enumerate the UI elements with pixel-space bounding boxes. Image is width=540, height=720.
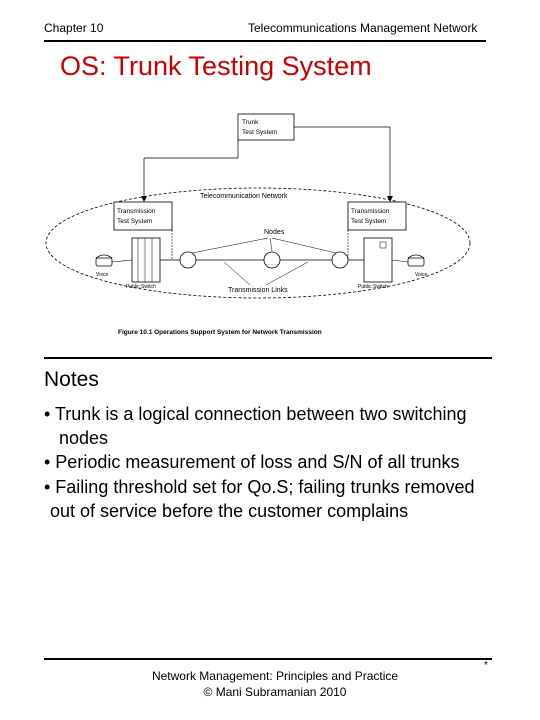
links-label: Transmission Links [228, 287, 288, 294]
right-tts-box [347, 201, 407, 231]
note-bullet-1: • Trunk is a logical connection between … [44, 404, 467, 424]
note-bullet-2: • Periodic measurement of loss and S/N o… [44, 452, 460, 472]
left-phone-icon [95, 257, 113, 267]
trunk-test-system-box [237, 113, 295, 141]
left-tts-label-1: Transmission [117, 208, 156, 215]
chapter-label: Chapter 10 [44, 21, 104, 35]
trunk-test-system-label-1: Trunk [242, 119, 259, 126]
slide-title: OS: Trunk Testing System [60, 51, 372, 81]
node-circle-1 [179, 251, 197, 269]
footer-divider [44, 658, 492, 660]
left-tts-label-2: Test System [117, 218, 152, 225]
node-circle-2 [263, 251, 281, 269]
nodes-label: Nodes [264, 229, 285, 236]
trunk-test-system-label-2: Test System [242, 129, 277, 136]
left-switch-label: Public Switch [126, 284, 156, 290]
note-bullet-3-continued: out of service before the customer compl… [50, 501, 409, 521]
right-voice-label: Voice [415, 272, 427, 278]
right-switch-label: Public Switch [358, 284, 388, 290]
left-tts-box [113, 201, 173, 231]
left-voice-label: Voice [96, 272, 108, 278]
network-boundary [45, 187, 471, 299]
network-label: Telecommunication Network [200, 193, 288, 200]
notes-heading: Notes [44, 368, 99, 391]
note-bullet-3: • Failing threshold set for Qo.S; failin… [44, 477, 475, 497]
arrow-to-left-tts [141, 196, 147, 202]
left-public-switch [131, 237, 161, 283]
notes-divider [44, 357, 492, 359]
note-bullet-1-continued: nodes [59, 428, 109, 448]
right-tts-label-1: Transmission [351, 208, 390, 215]
right-public-switch [363, 237, 393, 283]
trunk-testing-figure: Trunk Test System Telecommunication Netw… [45, 113, 471, 336]
footer-copyright: © Mani Subramanian 2010 [203, 685, 347, 699]
footer-marker: * [484, 660, 488, 671]
footer-book-title: Network Management: Principles and Pract… [151, 669, 399, 683]
course-title: Telecommunications Management Network [248, 21, 478, 35]
right-tts-label-2: Test System [351, 218, 386, 225]
header-divider [44, 40, 486, 42]
figure-caption: Figure 10.1 Operations Support System fo… [118, 329, 322, 336]
arrow-to-right-tts [387, 196, 393, 202]
right-phone-icon [407, 257, 425, 267]
node-circle-3 [331, 251, 349, 269]
